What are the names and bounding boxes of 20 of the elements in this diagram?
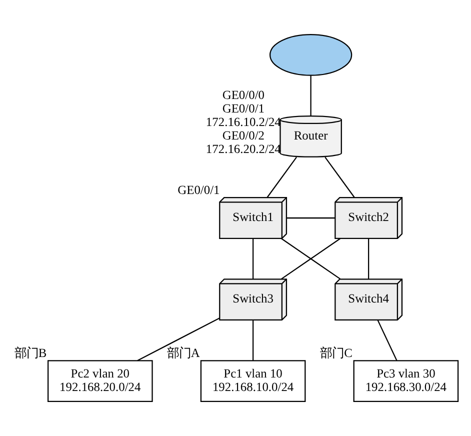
node-box: Pc1 vlan 10 192.168.10.0/24 — [200, 360, 306, 402]
node-label: GE0/0/2 — [222, 128, 265, 143]
connector — [368, 238, 370, 280]
connector — [324, 156, 355, 198]
node-label: 部门A — [166, 346, 200, 360]
connector — [137, 318, 220, 362]
connector — [252, 238, 254, 280]
connector — [266, 156, 297, 198]
connector — [286, 217, 336, 219]
connector — [377, 320, 398, 361]
node-cloud — [269, 34, 352, 76]
node-box: Pc2 vlan 20 192.168.20.0/24 — [48, 360, 153, 402]
connector — [252, 320, 254, 361]
node-label: 部门B — [14, 346, 47, 360]
connector — [310, 76, 312, 116]
node-box: Pc3 vlan 30 192.168.30.0/24 — [353, 360, 459, 402]
node-label: GE0/0/1 — [178, 182, 220, 197]
node-label: GE0/0/1 — [222, 101, 265, 116]
node-label: 部门C — [320, 346, 352, 360]
node-label: GE0/0/0 — [222, 88, 265, 102]
